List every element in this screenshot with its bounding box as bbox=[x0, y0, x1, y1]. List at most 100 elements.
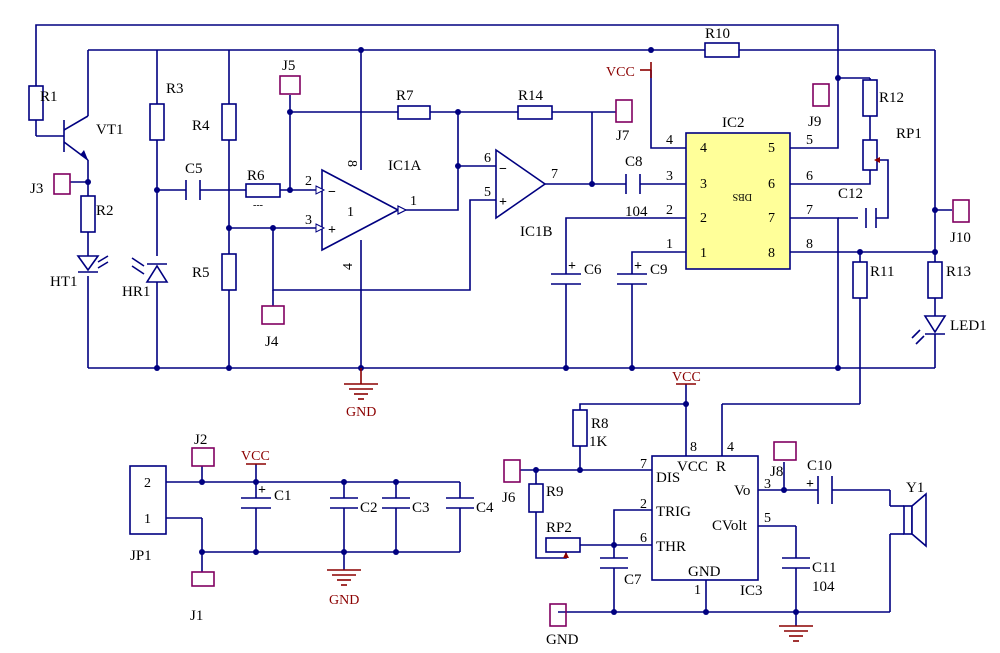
label-c5: C5 bbox=[185, 161, 203, 177]
ic1b-pin-6: 6 bbox=[484, 151, 491, 166]
label-r11: R11 bbox=[870, 264, 894, 280]
label-r12: R12 bbox=[879, 90, 904, 106]
label-r9: R9 bbox=[546, 484, 564, 500]
c10-plus-sign: + bbox=[806, 477, 814, 492]
ic2-chip-marking: DBS bbox=[733, 191, 752, 202]
ic2-pin-7: 7 bbox=[806, 203, 813, 218]
vcc-label-555: VCC bbox=[672, 370, 701, 385]
resistor-r7: R7 bbox=[396, 88, 431, 120]
ic3-pin-4: 4 bbox=[727, 440, 734, 455]
ic3-r-label: R bbox=[716, 459, 726, 475]
ic2-inner-7: 7 bbox=[768, 211, 775, 226]
capacitor-c12: C12 bbox=[838, 186, 877, 228]
ic1b-pin-7: 7 bbox=[551, 167, 558, 182]
vcc-label-top: VCC bbox=[606, 65, 635, 80]
resistor-r10: R10 bbox=[704, 26, 740, 58]
jp1-pin-2: 2 bbox=[144, 476, 151, 491]
resistor-r6: R6 --- bbox=[245, 168, 281, 211]
label-c10: C10 bbox=[807, 458, 832, 474]
ic2-inner-6: 6 bbox=[768, 177, 775, 192]
ic2-inner-5: 5 bbox=[768, 141, 775, 156]
label-ht1: HT1 bbox=[50, 274, 78, 290]
value-r6: --- bbox=[253, 200, 263, 211]
vcc-symbol-555: VCC bbox=[672, 370, 701, 385]
ic1b-plus-sign: + bbox=[499, 195, 507, 210]
capacitor-c7: C7 bbox=[600, 557, 642, 588]
label-j7: J7 bbox=[616, 128, 630, 144]
ic3-dis-label: DIS bbox=[656, 470, 680, 486]
ic3-cvolt-label: CVolt bbox=[712, 518, 748, 534]
ic2-inner-3: 3 bbox=[700, 177, 707, 192]
ic2-inner-8: 8 bbox=[768, 246, 775, 261]
resistor-r14: R14 bbox=[517, 88, 553, 120]
vcc-label-power: VCC bbox=[241, 449, 270, 464]
label-gnd-test: GND bbox=[546, 632, 579, 648]
capacitor-c4: C4 bbox=[446, 497, 494, 516]
label-hr1: HR1 bbox=[122, 284, 150, 300]
value-c11: 104 bbox=[812, 579, 835, 595]
value-r8: 1K bbox=[589, 434, 608, 450]
ic1a-unit-number: 1 bbox=[347, 205, 354, 220]
label-j1: J1 bbox=[190, 608, 203, 624]
ic2-pin-1: 1 bbox=[666, 237, 673, 252]
ic3-pin-2: 2 bbox=[640, 497, 647, 512]
resistor-r12: R12 bbox=[862, 79, 904, 140]
label-rp1: RP1 bbox=[896, 126, 922, 142]
label-led1: LED1 bbox=[950, 318, 987, 334]
test-point-j9: J9 bbox=[808, 83, 830, 130]
resistor-r13: R13 bbox=[927, 261, 971, 299]
label-j4: J4 bbox=[265, 334, 279, 350]
ic2-chip: IC2 DBS 4 3 2 1 5 6 7 8 4 3 2 1 5 6 7 8 bbox=[666, 115, 813, 270]
ic2-inner-1: 1 bbox=[700, 246, 707, 261]
potentiometer-rp2: RP2 bbox=[545, 520, 581, 558]
resistor-r1: R1 bbox=[28, 85, 58, 121]
label-j6: J6 bbox=[502, 490, 516, 506]
label-r7: R7 bbox=[396, 88, 414, 104]
value-c8: 104 bbox=[625, 204, 648, 220]
label-r5: R5 bbox=[192, 265, 210, 281]
test-point-j7: J7 bbox=[615, 99, 633, 144]
resistor-r4: R4 bbox=[192, 103, 237, 141]
capacitor-c6: + C6 bbox=[551, 259, 602, 288]
test-point-j3: J3 bbox=[30, 173, 71, 197]
ic3-trig-label: TRIG bbox=[656, 504, 691, 520]
ic1a-pin-3: 3 bbox=[305, 213, 312, 228]
opamp-ic1b: − + 6 5 7 IC1B bbox=[484, 148, 558, 240]
label-j8: J8 bbox=[770, 464, 783, 480]
ic1a-pin-1: 1 bbox=[410, 194, 417, 209]
label-ic1a: IC1A bbox=[388, 158, 422, 174]
ic3-pin-8: 8 bbox=[690, 440, 697, 455]
ic2-pin-2: 2 bbox=[666, 203, 673, 218]
ic1b-minus-sign: − bbox=[499, 162, 507, 177]
transistor-vt1: VT1 bbox=[63, 115, 124, 161]
label-ic3: IC3 bbox=[740, 583, 763, 599]
resistor-r11: R11 bbox=[852, 261, 894, 299]
ic1a-pin-8: 8 bbox=[344, 160, 359, 167]
gnd-symbol-555 bbox=[779, 625, 813, 642]
label-r2: R2 bbox=[96, 203, 114, 219]
test-point-j2: J2 bbox=[191, 432, 215, 467]
label-r14: R14 bbox=[518, 88, 544, 104]
ic3-pin-6: 6 bbox=[640, 531, 647, 546]
label-c9: C9 bbox=[650, 262, 668, 278]
vcc-symbol-top: VCC bbox=[606, 62, 652, 80]
resistor-r5: R5 bbox=[192, 253, 237, 291]
wires-555 bbox=[520, 384, 891, 626]
label-c3: C3 bbox=[412, 500, 430, 516]
label-r6: R6 bbox=[247, 168, 265, 184]
label-c8: C8 bbox=[625, 154, 643, 170]
label-r1: R1 bbox=[40, 89, 58, 105]
gnd-symbol-top: GND bbox=[344, 368, 378, 420]
ic2-pin-4: 4 bbox=[666, 133, 673, 148]
label-r8: R8 bbox=[591, 416, 609, 432]
label-j3: J3 bbox=[30, 181, 43, 197]
gnd-symbol-power: GND bbox=[327, 569, 361, 608]
label-c12: C12 bbox=[838, 186, 863, 202]
resistor-r8: R8 1K bbox=[572, 409, 609, 450]
wires-power-input bbox=[166, 464, 461, 572]
ic3-pin-5: 5 bbox=[764, 511, 771, 526]
capacitor-c10: + C10 bbox=[806, 458, 833, 504]
label-jp1: JP1 bbox=[130, 548, 152, 564]
led-ht1: HT1 bbox=[50, 255, 109, 290]
label-r3: R3 bbox=[166, 81, 184, 97]
